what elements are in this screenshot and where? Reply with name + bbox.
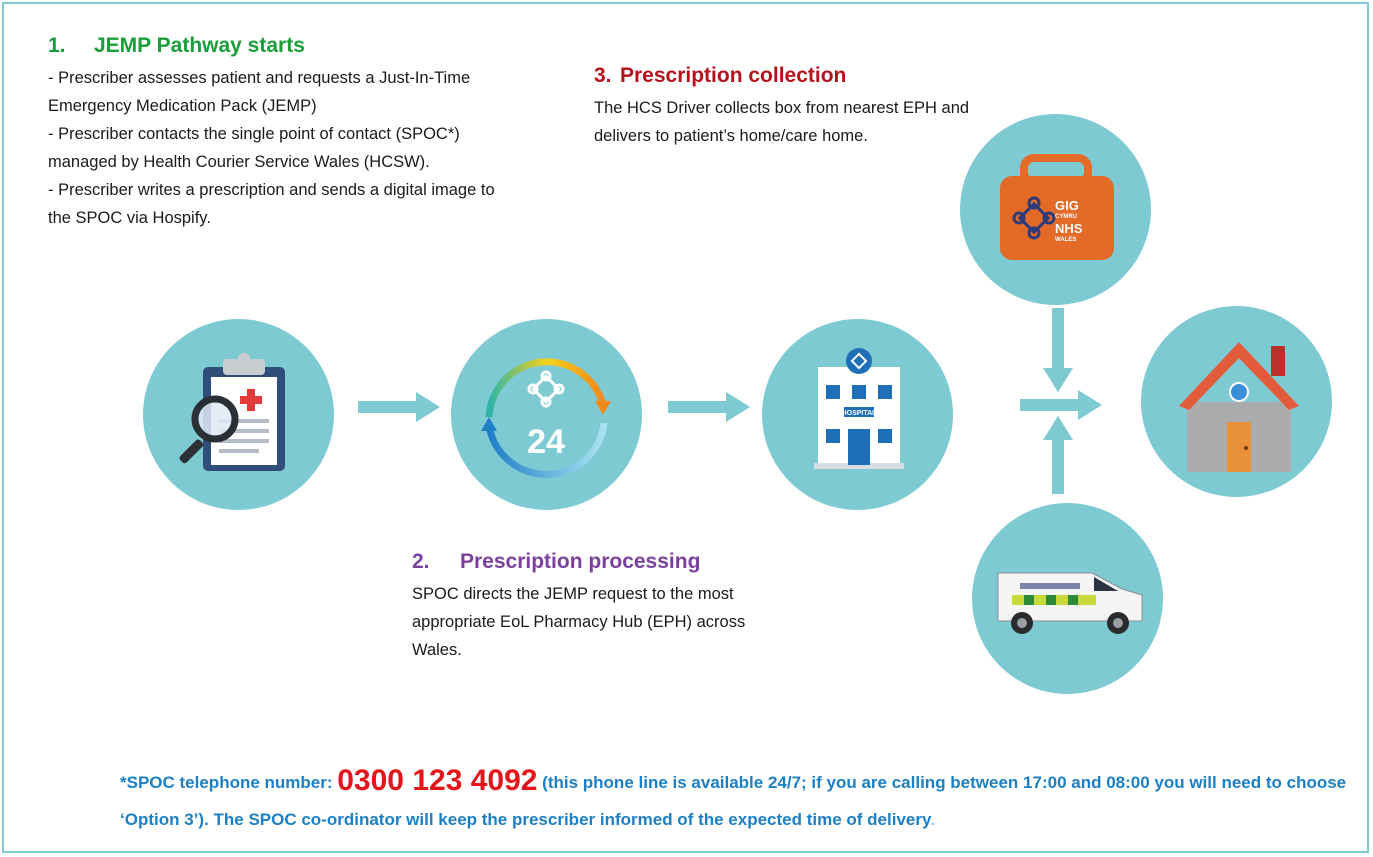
step-2-text: SPOC directs the JEMP request to the mos… xyxy=(412,585,746,659)
home-circle xyxy=(1141,306,1332,497)
step-3-heading: 3. Prescription collection xyxy=(594,64,974,88)
prescription-circle xyxy=(143,319,334,510)
spoc-phone-number: 0300 123 4092 xyxy=(337,764,538,797)
courier-van-circle xyxy=(972,503,1163,694)
24-hour-cycle-icon: 24 xyxy=(481,358,611,478)
step-1-line-2: - Prescriber contacts the single point o… xyxy=(48,125,460,171)
step-1-title: JEMP Pathway starts xyxy=(94,34,305,57)
hospital-sign-label: HOSPITAL xyxy=(842,410,878,417)
spoc-note-prefix: *SPOC telephone number: xyxy=(120,773,338,792)
step-1-line-3: - Prescriber writes a prescription and s… xyxy=(48,181,495,227)
step-2-number: 2. xyxy=(412,550,430,573)
nhs-bag-circle: GIG CYMRU NHS WALES xyxy=(960,114,1151,305)
step-1-jemp-pathway: 1. JEMP Pathway starts - Prescriber asses… xyxy=(48,34,518,232)
bag-logo-wales: WALES xyxy=(1055,237,1076,243)
step-2-title: Prescription processing xyxy=(460,550,701,573)
courier-van-icon xyxy=(997,572,1143,634)
step-1-line-1: - Prescriber assesses patient and reques… xyxy=(48,69,471,115)
24-hour-service-circle: 24 xyxy=(451,319,642,510)
bag-logo-gig: GIG xyxy=(1055,198,1079,213)
step-2-prescription-processing: 2. Prescription processing SPOC directs t… xyxy=(412,550,792,664)
step-3-number: 3. xyxy=(594,64,612,87)
spoc-telephone-note: *SPOC telephone number: 0300 123 4092 (t… xyxy=(120,762,1350,838)
spoc-note-text: (this phone line is available 24/7; if y… xyxy=(120,773,1347,829)
bag-logo-nhs: NHS xyxy=(1055,221,1083,236)
hospital-circle: HOSPITAL xyxy=(762,319,953,510)
step-2-heading: 2. Prescription processing xyxy=(412,550,792,574)
step-3-prescription-collection: 3. Prescription collection The HCS Driver… xyxy=(594,64,974,150)
house-icon xyxy=(1179,342,1299,472)
spoc-note-end: . xyxy=(930,810,935,829)
hospital-building-icon: HOSPITAL xyxy=(814,348,904,469)
bag-logo-cymru: CYMRU xyxy=(1055,214,1077,220)
step-1-number: 1. xyxy=(48,34,66,57)
24-label: 24 xyxy=(527,423,565,461)
step-3-text: The HCS Driver collects box from nearest… xyxy=(594,99,970,145)
step-1-heading: 1. JEMP Pathway starts xyxy=(48,34,518,58)
step-3-title: Prescription collection xyxy=(620,64,847,87)
nhs-wales-medical-bag-icon: GIG CYMRU NHS WALES xyxy=(1000,154,1114,260)
clipboard-magnifier-icon xyxy=(179,353,285,471)
